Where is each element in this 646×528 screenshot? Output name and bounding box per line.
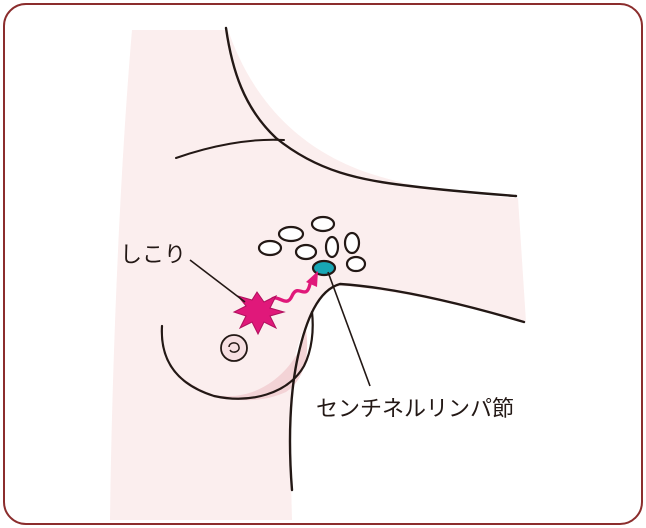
lump-starburst-icon (232, 291, 286, 336)
sentinel-leader-line (327, 271, 371, 387)
collarbone-line (175, 138, 285, 159)
breast-outline (160, 310, 314, 400)
lymph-node (277, 225, 305, 243)
lymph-node (257, 239, 283, 257)
sentinel-lymph-node (311, 259, 337, 277)
sentinel-node-label: センチネルリンパ節 (316, 397, 514, 422)
lymph-node (343, 231, 361, 255)
lymph-node (294, 243, 318, 261)
nipple (220, 334, 248, 362)
lump-label: しこり (120, 243, 186, 268)
wavy-arrow-path (268, 282, 312, 304)
lymph-node (310, 215, 336, 233)
lymph-node (324, 235, 340, 259)
lymph-node-group (257, 215, 367, 273)
wavy-arrow-head-icon (306, 271, 318, 287)
lymph-node (345, 255, 367, 273)
armpit-outline (288, 282, 526, 492)
lump-leader-line (189, 259, 246, 303)
breast-shadow (176, 330, 308, 401)
shoulder-outline (224, 26, 518, 198)
